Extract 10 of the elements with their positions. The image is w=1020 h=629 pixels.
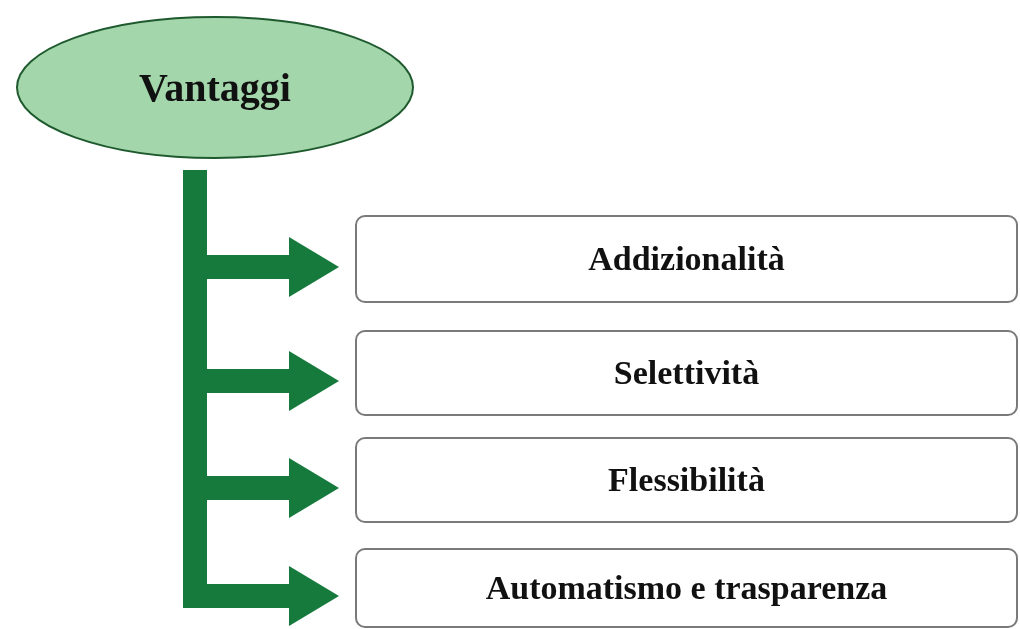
process-box [355, 215, 1018, 303]
node-label: Selettività [613, 354, 760, 392]
process-box [355, 548, 1018, 628]
process-box [355, 437, 1018, 523]
node-label: Addizionalità [588, 240, 785, 278]
node-label: Vantaggi [139, 64, 291, 111]
node-label: Flessibilità [608, 461, 765, 499]
node-label: Automatismo e trasparenza [485, 569, 888, 607]
process-box [355, 330, 1018, 416]
ellipse-node [15, 15, 415, 160]
